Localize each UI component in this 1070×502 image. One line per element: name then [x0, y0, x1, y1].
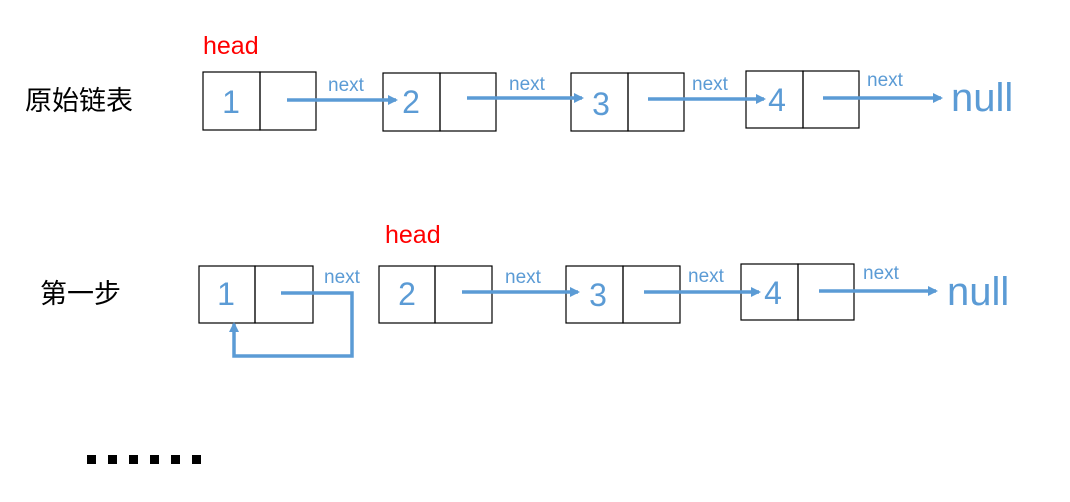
ellipsis-dot [87, 455, 96, 464]
ellipsis-dot [108, 455, 117, 464]
node-value: 2 [402, 84, 420, 120]
next-label: next [505, 267, 542, 288]
node-value: 3 [589, 277, 607, 313]
list-node-3: 3 [570, 72, 685, 132]
node-next-cell [434, 265, 493, 324]
ellipsis-dot [171, 455, 180, 464]
node-value: 1 [217, 276, 235, 312]
row-label-step-one: 第一步 [40, 279, 121, 310]
node-next-cell [439, 72, 497, 132]
next-label: next [688, 266, 725, 287]
next-label: next [863, 263, 900, 284]
ellipsis [87, 455, 201, 464]
next-label: next [867, 70, 904, 91]
reversed-next-arrow [229, 291, 354, 358]
null-label: null [947, 270, 1009, 314]
next-label: next [692, 74, 729, 95]
next-label: next [324, 267, 361, 288]
next-label: next [509, 74, 546, 95]
row-label-original: 原始链表 [25, 86, 133, 117]
node-value: 2 [398, 276, 416, 312]
node-next-cell [627, 72, 685, 132]
list-node-3: 3 [565, 265, 681, 324]
list-node-1: 1 [198, 265, 314, 324]
null-label: null [951, 76, 1013, 120]
list-node-1: 1 [202, 71, 317, 131]
next-label: next [328, 75, 365, 96]
list-node-2: 2 [382, 72, 497, 132]
ellipsis-dot [150, 455, 159, 464]
ellipsis-dot [129, 455, 138, 464]
head-label-row1: head [203, 32, 259, 60]
head-label-row2: head [385, 221, 441, 249]
row-step-one: 第一步 head 1 2 3 4 [40, 221, 1009, 358]
node-value: 4 [768, 82, 786, 118]
ellipsis-dot [192, 455, 201, 464]
row-original-list: 原始链表 head 1 2 3 4 [25, 32, 1013, 132]
node-value: 1 [222, 84, 240, 120]
list-node-2: 2 [378, 265, 493, 324]
node-value: 3 [592, 86, 610, 122]
node-next-cell [622, 265, 681, 324]
node-value: 4 [764, 275, 782, 311]
